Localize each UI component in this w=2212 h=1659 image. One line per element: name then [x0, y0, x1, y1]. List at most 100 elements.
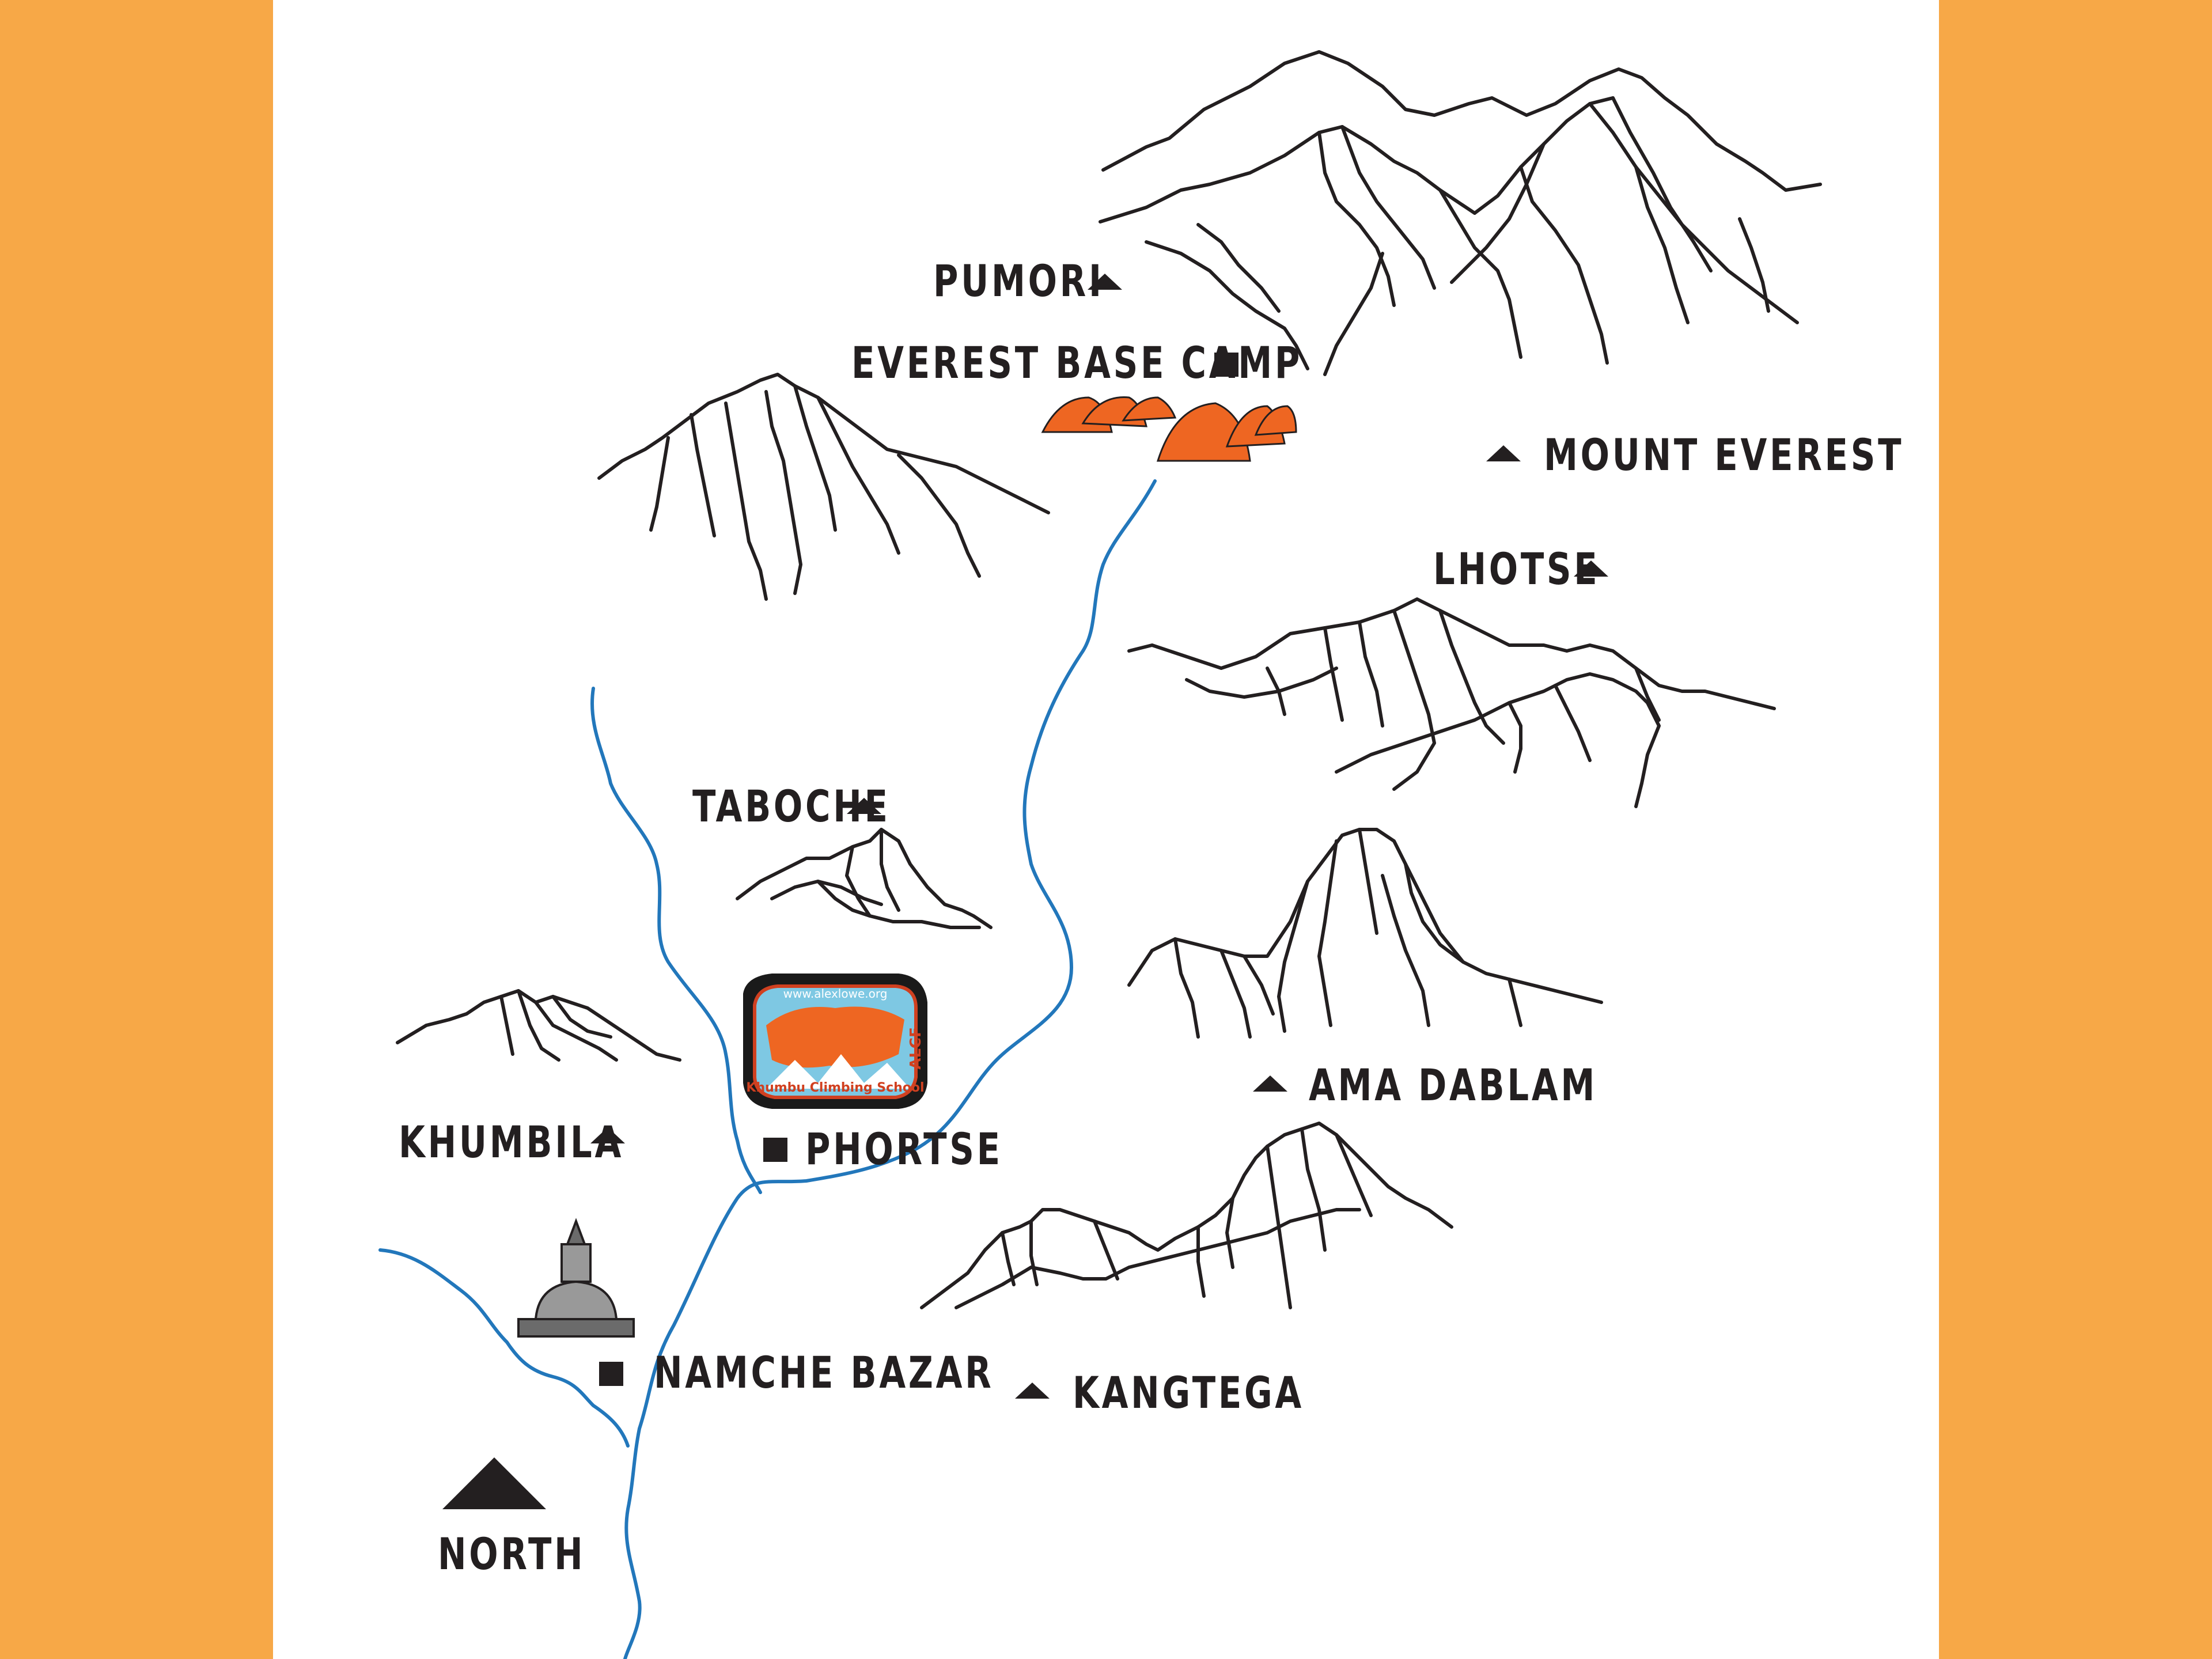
settlement-marker-namche-bazar: [599, 1362, 623, 1386]
pumori-ridge-5: [816, 396, 900, 555]
everest-ridge-10: [1450, 142, 1546, 284]
settlement-marker-phortse: [763, 1138, 787, 1162]
stupa-base: [517, 1318, 635, 1338]
river-west-branch: [590, 687, 762, 1194]
taboche-ridge-2: [816, 880, 981, 929]
peak-marker-kangtega: [1015, 1382, 1050, 1399]
peak-marker-ama-dablam: [1253, 1075, 1287, 1092]
lhotse-ridge-8: [1554, 684, 1592, 762]
label-north: NORTH: [438, 1528, 586, 1580]
tent-6: [1254, 405, 1297, 436]
logo-url: www.alexlowe.org: [783, 987, 888, 1001]
kangtega-ridge-9: [1001, 1231, 1016, 1286]
label-mount-everest: MOUNT EVEREST: [1544, 429, 1904, 480]
lhotse-ridge-9: [1634, 666, 1661, 722]
ama-dablam-ridge-5: [1404, 862, 1465, 964]
ama-dablam-ridge-4: [1381, 874, 1430, 1027]
kangtega-ridge-4: [1266, 1145, 1292, 1309]
ama-dablam-ridge-2: [1317, 839, 1338, 1027]
ama-dablam-ridge-8: [1508, 978, 1522, 1027]
kangtega-ridge-2: [1029, 1219, 1039, 1286]
ama-dablam-ridge-3: [1277, 880, 1309, 1033]
stupa-dome: [534, 1280, 618, 1320]
everest-ridge-8: [1588, 102, 1799, 324]
label-namche-bazar: NAMCHE BAZAR: [654, 1347, 994, 1398]
logo-abbr: ALCF: [907, 1027, 925, 1070]
logo-caption: Khumbu Climbing School: [746, 1081, 924, 1095]
tent-3: [1122, 396, 1177, 422]
kangtega-outline: [920, 1122, 1453, 1309]
stupa-spire: [566, 1218, 586, 1245]
label-ama-dablam: AMA DABLAM: [1309, 1059, 1598, 1111]
everest-ridge-13: [1738, 217, 1770, 313]
left-orange-band: [0, 0, 273, 1659]
ama-dablam-ridge-7: [1219, 949, 1252, 1039]
khumbila-ridge-2: [517, 989, 560, 1062]
tiger-icon: [766, 1006, 904, 1068]
pumori-ridge-7: [649, 436, 670, 532]
lhotse-ridge-7: [1508, 701, 1522, 774]
everest-ridge-14: [1323, 252, 1384, 376]
pumori-ridge-1: [690, 413, 716, 537]
peak-marker-khumbila: [590, 1127, 625, 1143]
base-camp-tents: [1041, 396, 1297, 462]
taboche-ridge-3: [845, 845, 872, 918]
everest-ridge-1: [1099, 125, 1476, 224]
everest-massif-outline: [1101, 50, 1822, 192]
lhotse-outline: [1127, 597, 1776, 710]
lhotse-ridge-6: [1335, 672, 1661, 808]
label-pumori: PUMORI: [933, 255, 1104, 306]
everest-ridge-12: [1634, 165, 1690, 324]
north-arrow-icon: [442, 1457, 546, 1509]
khumbila-ridge-1: [499, 995, 514, 1056]
everest-ridge-7: [1519, 165, 1609, 365]
pumori-ridge-2: [724, 402, 768, 601]
ama-dablam-ridge-6: [1173, 937, 1200, 1039]
kangtega-ridge-3: [1093, 1219, 1119, 1281]
khumbila-ridge-4: [551, 995, 612, 1039]
river-main: [623, 479, 1157, 1659]
pumori-ridge-4: [793, 384, 837, 532]
kangtega-ridge-6: [1335, 1133, 1373, 1217]
label-lhotse: LHOTSE: [1433, 543, 1600, 594]
everest-ridge-11: [1196, 223, 1281, 313]
lhotse-ridge-3: [1358, 620, 1384, 728]
river-bhote-koshi: [378, 1248, 630, 1448]
lhotse-ridge-5: [1438, 609, 1505, 745]
pumori-ridge-3: [764, 390, 802, 595]
everest-ridge-5: [1438, 188, 1522, 359]
namche-stupa: [517, 1218, 635, 1338]
settlement-marker-base-camp: [1214, 353, 1238, 377]
label-phortse: PHORTSE: [805, 1123, 1003, 1175]
lhotse-ridge-10: [1266, 666, 1286, 716]
kangtega-ridge-7: [1196, 1225, 1206, 1298]
logo-mountains: [766, 1054, 910, 1089]
peak-marker-pumori: [1088, 274, 1122, 290]
everest-ridge-3: [1317, 131, 1396, 307]
lhotse-ridge-4: [1392, 609, 1436, 791]
kangtega-ridge-8: [1225, 1196, 1234, 1269]
alcf-logo: www.alexlowe.org ALCF Khumbu Climbing Sc…: [743, 974, 927, 1109]
lhotse-ridge-1: [1185, 666, 1338, 699]
everest-ridge-2: [1145, 240, 1309, 370]
peak-marker-lhotse: [1574, 560, 1608, 577]
label-kangtega: KANGTEGA: [1073, 1367, 1304, 1418]
right-orange-band: [1939, 0, 2212, 1659]
pumori-ridge-6: [897, 453, 981, 578]
taboche-ridge-1: [770, 880, 883, 906]
kangtega-ridge-5: [1300, 1127, 1327, 1252]
everest-ridge-6: [1473, 96, 1615, 215]
kangtega-ridge-1: [955, 1208, 1361, 1309]
everest-ridge-9: [1611, 96, 1713, 272]
label-khumbila: KHUMBILA: [399, 1116, 624, 1168]
peak-marker-mount-everest: [1486, 445, 1521, 461]
lhotse-ridge-2: [1323, 626, 1344, 722]
khumbila-outline: [396, 989, 681, 1062]
ama-dablam-ridge-1: [1358, 828, 1378, 935]
stupa-tower: [560, 1243, 592, 1283]
ama-dablam-ridge-9: [1243, 955, 1275, 1016]
everest-ridge-4: [1340, 125, 1436, 290]
khumbila-ridge-3: [534, 1001, 618, 1062]
taboche-ridge-4: [880, 828, 900, 912]
